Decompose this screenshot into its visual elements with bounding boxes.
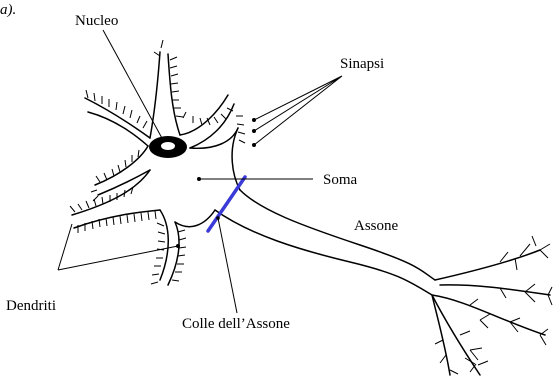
nucleus [149,136,187,158]
caption-fragment: a). [0,2,16,18]
axon-terminal-twigs [435,236,552,374]
label-axon-hillock: Colle dell’Assone [182,316,290,332]
label-synapses: Sinapsi [340,56,384,72]
label-dendrites: Dendriti [6,298,56,314]
label-axon: Assone [354,218,399,234]
leader-lines [58,30,342,313]
axon-hillock-marker [208,177,245,231]
label-soma: Soma [323,172,358,188]
label-nucleus: Nucleo [75,13,118,29]
